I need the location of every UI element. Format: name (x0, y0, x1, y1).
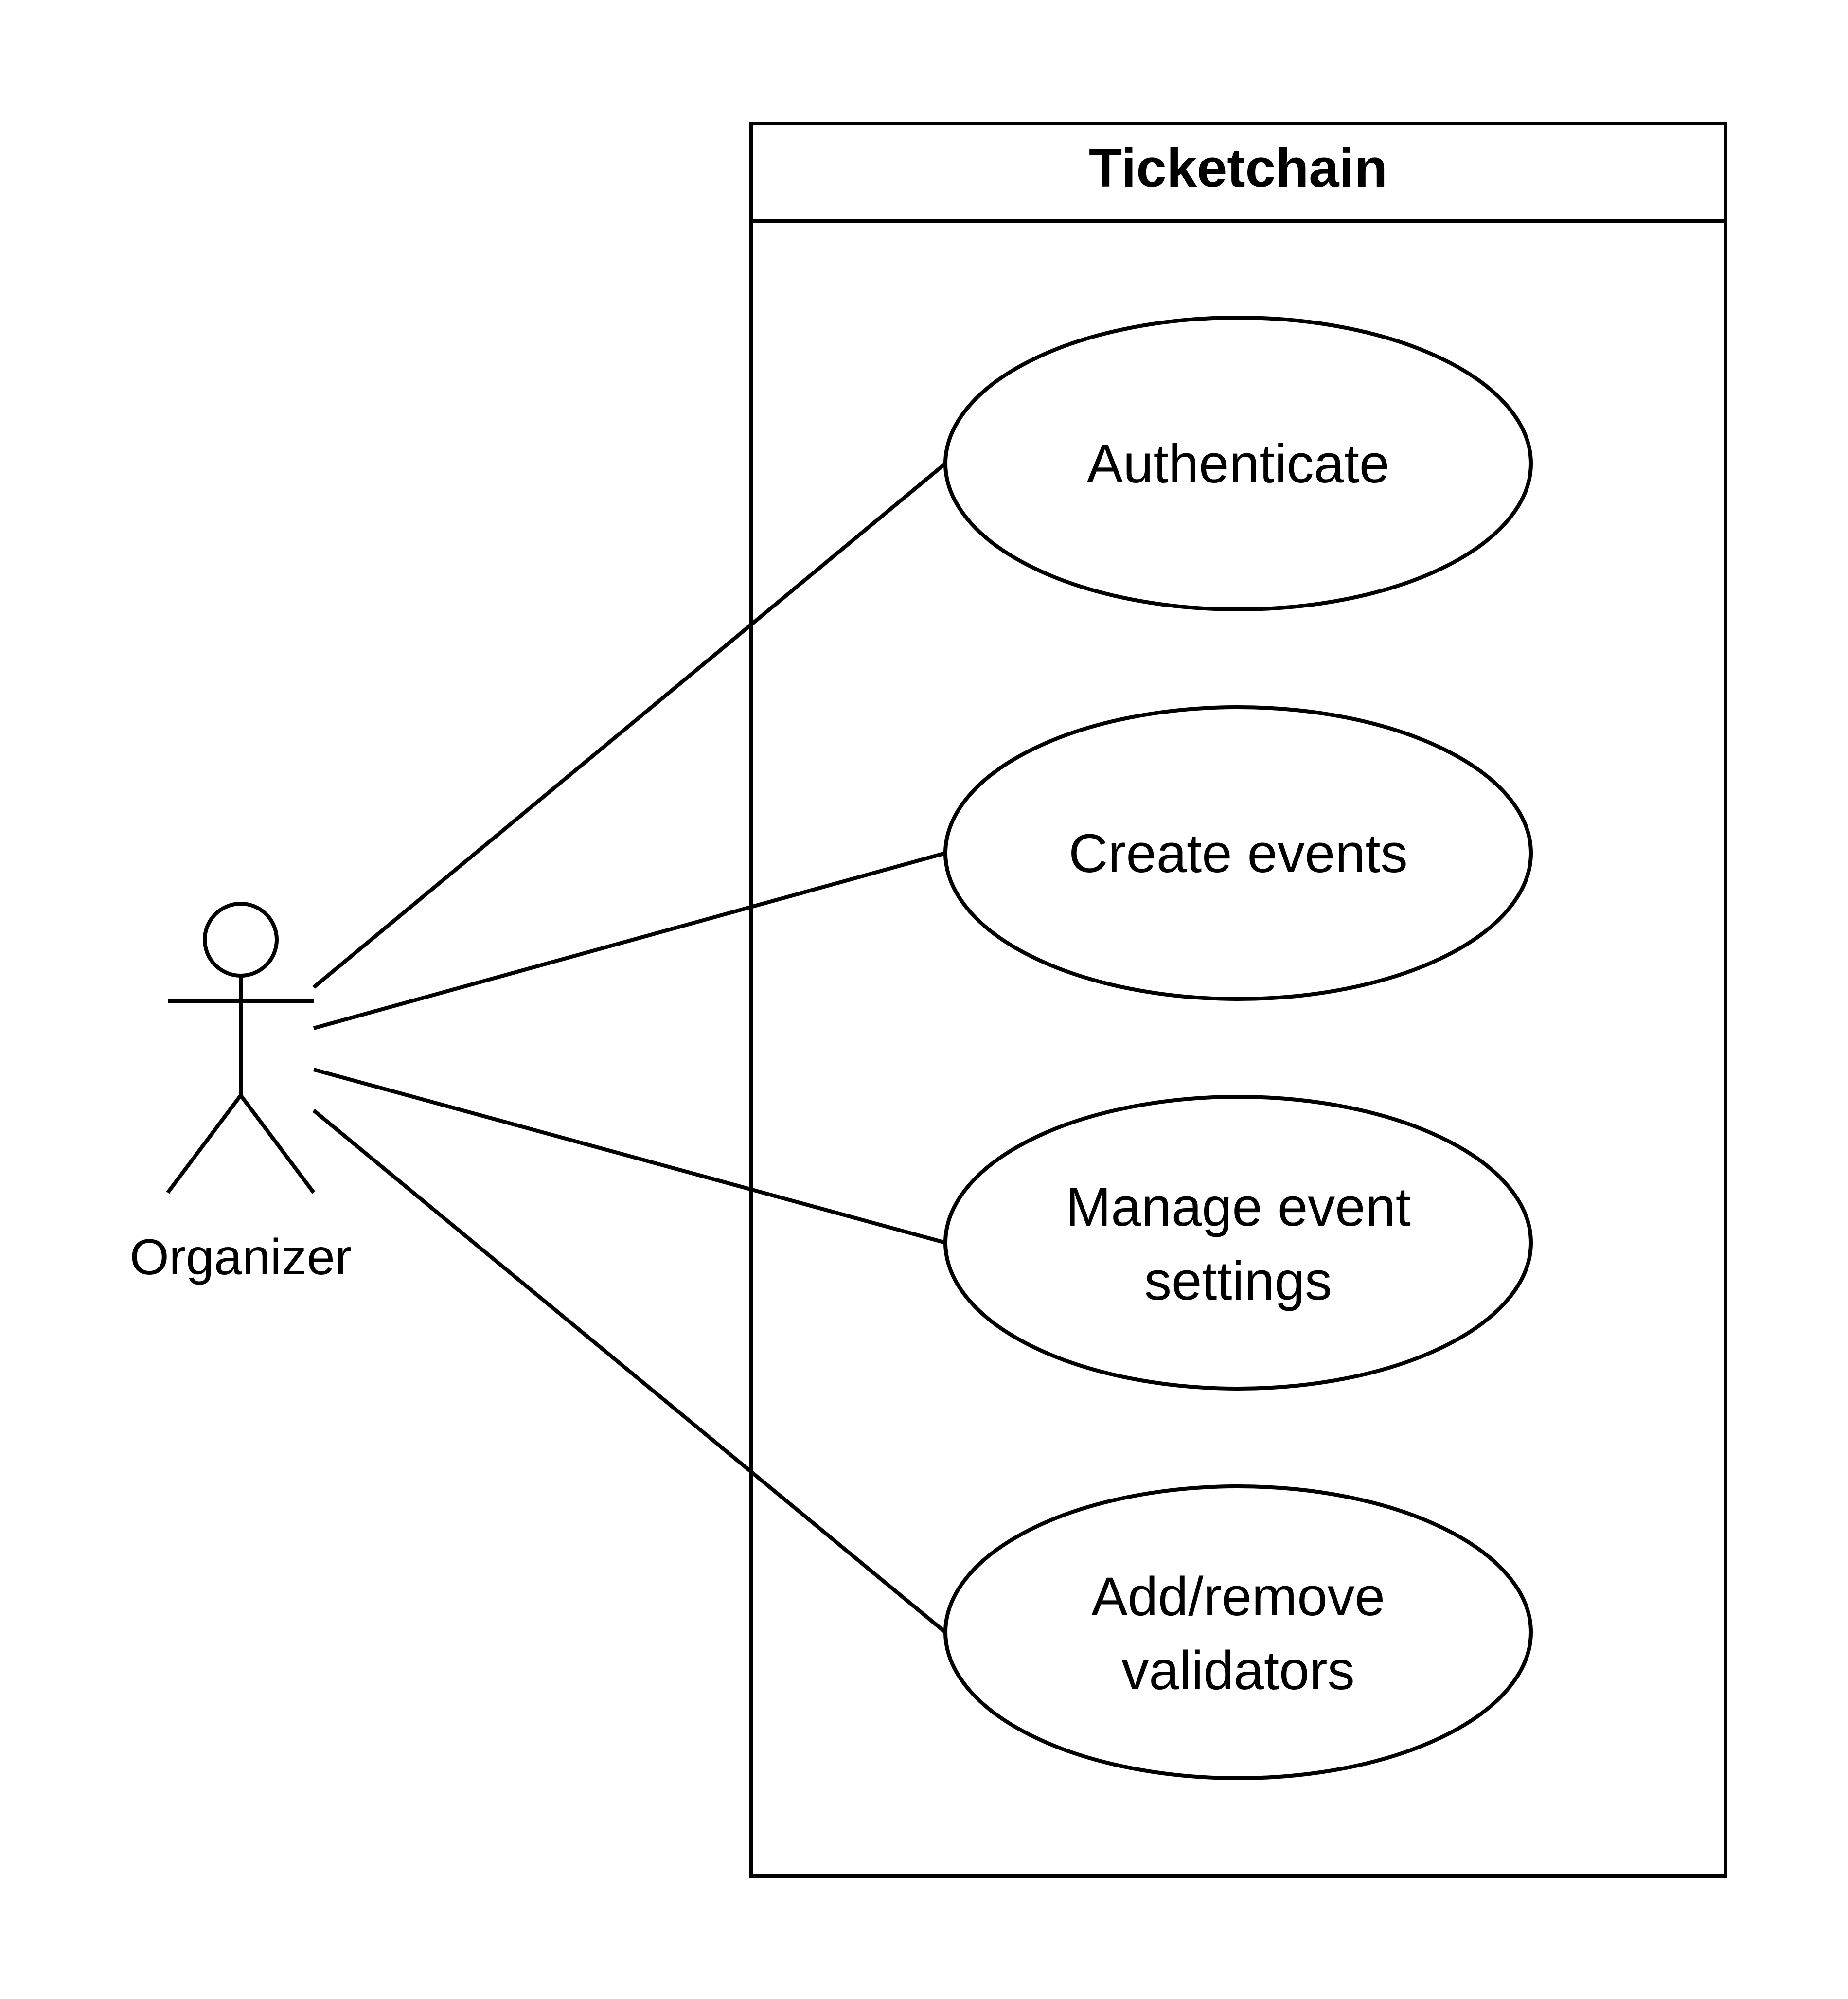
association-arrow-validators (312, 1108, 947, 1634)
use-case-ellipse (943, 1095, 1533, 1391)
use-case-add-remove-validators: Add/remove validators (943, 1484, 1533, 1780)
stick-figure-icon (166, 902, 316, 1194)
use-case-label-line-1: Add/remove (1091, 1566, 1385, 1627)
use-case-label-line-2: settings (1144, 1250, 1332, 1311)
actor-organizer: Organizer (130, 902, 352, 1285)
associations (312, 462, 947, 1634)
use-case-label: Authenticate (1087, 433, 1390, 494)
use-case-manage-event-settings: Manage event settings (943, 1095, 1533, 1391)
use-case-label: Create events (1068, 823, 1407, 884)
actor-left-leg (166, 1094, 243, 1194)
use-case-label-line-1: Manage event (1066, 1177, 1411, 1237)
actor-head (203, 902, 279, 978)
use-case-label-line-2: validators (1121, 1640, 1354, 1701)
association-arrow-create-events (313, 851, 946, 1030)
use-case-ellipse (943, 1484, 1533, 1780)
association-arrow-manage-settings (313, 1068, 946, 1245)
association-arrow-authenticate (312, 462, 947, 989)
use-case-create-events: Create events (943, 705, 1533, 1001)
actor-right-leg (239, 1094, 316, 1194)
actor-label: Organizer (130, 1229, 352, 1285)
system-title: Ticketchain (1089, 138, 1387, 198)
use-case-authenticate: Authenticate (943, 316, 1533, 611)
